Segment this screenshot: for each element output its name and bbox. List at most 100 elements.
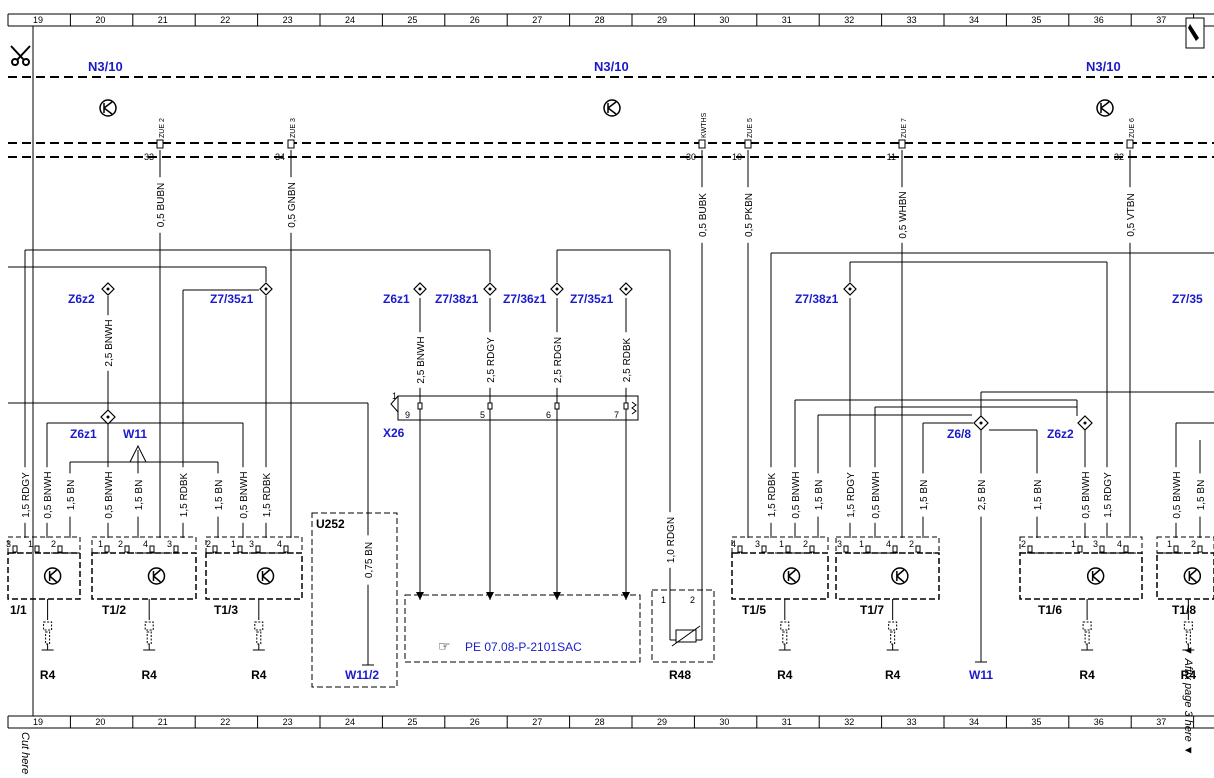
splice-z7-35-right: Z7/35 (1172, 292, 1203, 306)
top-ruler (8, 13, 1214, 27)
spark-plug-label: R4 (885, 668, 901, 682)
ruler-number: 34 (969, 717, 979, 727)
pin-number: 34 (275, 152, 285, 162)
pin-label: ZUE 3 (290, 118, 297, 138)
ruler-number: 24 (345, 717, 355, 727)
r48-label: R48 (669, 668, 691, 682)
pin-number: 33 (144, 152, 154, 162)
coil-label: T1/7 (860, 603, 884, 617)
ruler-number: 22 (220, 717, 230, 727)
reference-icon: ☞ (438, 638, 451, 654)
wire-label: 0,5 BUBN (156, 183, 167, 227)
coil-pin: 4 (1117, 539, 1122, 549)
wires (8, 150, 1214, 665)
wire-label: 0,5 BNWH (1172, 471, 1183, 518)
ruler-number: 29 (657, 717, 667, 727)
wire-label: 1,5 BN (66, 480, 77, 511)
u252-box (311, 512, 398, 688)
spark-plug-label: R4 (251, 668, 267, 682)
coil-pin: 3 (167, 539, 172, 549)
transistor-icon (99, 99, 1114, 117)
splice-z6z2: Z6z2 (68, 292, 95, 306)
ruler-number: 22 (220, 15, 230, 25)
ruler-number: 20 (95, 717, 105, 727)
w11-ground-label: W11 (969, 668, 993, 682)
x26-connector (390, 395, 639, 421)
pin-label: ZUE 5 (747, 118, 754, 138)
bottom-ruler (8, 715, 1214, 729)
coil-label: 1/1 (10, 603, 27, 617)
ruler-number: 25 (407, 15, 417, 25)
reference-link[interactable]: PE 07.08-P-2101SAC (465, 640, 582, 654)
ruler-number: 19 (33, 717, 43, 727)
x26-pin: 6 (546, 410, 551, 420)
pin-label: ZUE 6 (1129, 118, 1136, 138)
w11-branch (129, 444, 147, 463)
wire-label: 0,5 BNWH (1081, 471, 1092, 518)
ruler-number: 31 (782, 15, 792, 25)
ruler-number: 37 (1156, 717, 1166, 727)
reference-box (404, 594, 641, 663)
x26-pin-first: 1 (392, 391, 397, 401)
ruler-number: 33 (907, 717, 917, 727)
coil-pin: 3 (837, 539, 842, 549)
pin-number: 10 (732, 152, 742, 162)
x26-pin: 7 (614, 410, 619, 420)
x26-pin: 9 (405, 410, 410, 420)
ruler-number: 30 (719, 717, 729, 727)
spark-plug-label: R4 (1079, 668, 1095, 682)
w11-2-label: W11/2 (345, 668, 379, 682)
splice-z7-35z1-left: Z7/35z1 (210, 292, 254, 306)
splice-points (100, 282, 1093, 431)
coil-pin: 2 (1021, 539, 1026, 549)
arrow-heads (416, 592, 630, 600)
pin-label: ZUE 7 (901, 118, 908, 138)
coil-pin: 3 (755, 539, 760, 549)
coil-pin: 4 (886, 539, 891, 549)
wire-label: 2,5 BN (977, 480, 988, 511)
ruler-number: 28 (595, 717, 605, 727)
coil-pin: 1 (28, 539, 33, 549)
r48-pin: 1 (661, 595, 666, 605)
coil-label: T1/3 (214, 603, 238, 617)
splice-z6z2-right: Z6z2 (1047, 427, 1074, 441)
wire-label: 0,5 BNWH (104, 471, 115, 518)
coil-pin: 2 (51, 539, 56, 549)
spark-plug-label: R4 (142, 668, 158, 682)
coil-pin: 2 (1191, 539, 1196, 549)
ruler-number: 34 (969, 15, 979, 25)
wire-label: 1,5 RDGY (846, 472, 857, 518)
splice-z6z1-top: Z6z1 (383, 292, 410, 306)
wire-label: 0,5 VTBN (1126, 193, 1137, 236)
wire-label: 1,5 RDGY (21, 472, 32, 518)
wire-label: 0,5 BNWH (871, 471, 882, 518)
wire-label: 0,75 BN (364, 542, 375, 578)
wire-label: 1,5 RDBK (767, 472, 778, 517)
wire-label: 1,5 BN (214, 480, 225, 511)
coil-pin: 3 (1093, 539, 1098, 549)
ruler-number: 30 (719, 15, 729, 25)
wire-label: 1,5 RDGY (1103, 472, 1114, 518)
coil-pin: 2 (118, 539, 123, 549)
ignition-coil-t17: R4 T1/7 (835, 536, 940, 682)
ruler-number: 27 (532, 717, 542, 727)
ruler-number: 33 (907, 15, 917, 25)
wire-label: 1,5 BN (814, 480, 825, 511)
x26-label: X26 (383, 426, 405, 440)
r48-component (651, 589, 715, 663)
coil-pin: 3 (249, 539, 254, 549)
wire-label: 1,0 RDGN (666, 517, 677, 563)
wire-label: 2,5 BNWH (104, 319, 115, 366)
pen-icon (1185, 17, 1205, 49)
r48-pin: 2 (690, 595, 695, 605)
splice-z6z1-low: Z6z1 (70, 427, 97, 441)
ruler-number: 23 (283, 717, 293, 727)
ruler-number: 21 (158, 15, 168, 25)
ruler-number: 25 (407, 717, 417, 727)
ruler-number: 28 (595, 15, 605, 25)
ruler-number: 32 (844, 717, 854, 727)
